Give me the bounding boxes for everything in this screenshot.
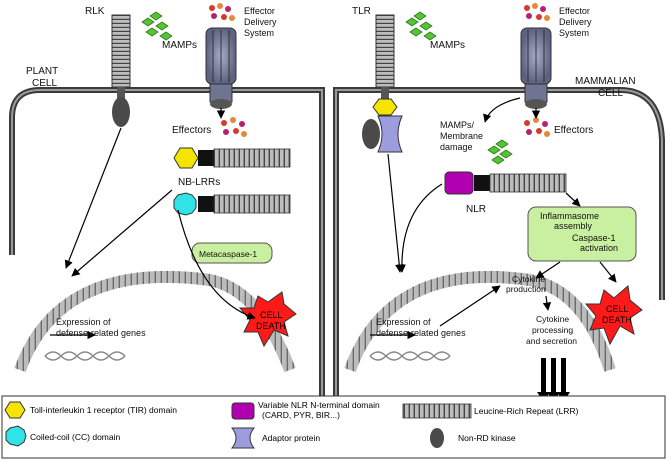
- legend-nlr-n-label: Variable NLR N-terminal domain (CARD, PY…: [258, 400, 382, 420]
- inflammasome-label: Inflammasome assembly: [540, 211, 602, 231]
- cytokine-processing-label: Cytokine processing and secretion: [526, 314, 577, 346]
- inflammasome-box: [527, 206, 637, 262]
- mamps-label-left: MAMPs: [162, 40, 197, 51]
- legend: Toll-interleukin 1 receptor (TIR) domain…: [1, 395, 666, 459]
- mammalian-nucleus: [344, 271, 616, 373]
- arrow-rlk-to-nucleus: [64, 127, 122, 269]
- nlr-protein: [444, 171, 567, 195]
- rlk-label: RLK: [85, 6, 105, 17]
- legend-tir-swatch: [4, 401, 26, 419]
- arrow-cytokine-to-processing: [542, 295, 552, 311]
- nb-lrrs-label: NB-LRRs: [178, 177, 220, 188]
- arrow-nlr-to-inflammasome: [565, 192, 581, 207]
- legend-cc-swatch: [5, 425, 27, 447]
- effector-dots-top-right: [524, 3, 550, 21]
- arrow-effector-to-mamps: [483, 97, 521, 123]
- effector-dots-mid-right: [524, 117, 550, 137]
- effectors-label-left: Effectors: [172, 125, 211, 136]
- rlk-transmembrane: [117, 87, 125, 99]
- cell-death-label-left: CELL DEATH: [256, 310, 286, 331]
- mamps-diamonds-right: [405, 11, 437, 41]
- non-rd-kinase-left: [112, 97, 130, 127]
- expression-label-left: Expression of defense-related genes: [56, 317, 146, 338]
- dna-left: [44, 351, 126, 361]
- metacaspase-label: Metacaspase-1: [199, 249, 257, 259]
- mamps-diamonds-cytoplasm: [487, 139, 513, 165]
- legend-adaptor-label: Adaptor protein: [262, 433, 320, 443]
- effector-dots-mid-left: [221, 117, 247, 137]
- tlr-label: TLR: [352, 6, 371, 17]
- mammalian-cell-membrane: [333, 87, 665, 400]
- rlk-receptor-lrr: [111, 14, 131, 88]
- nb-lrr-cc: [173, 192, 291, 216]
- arrow-nblrr-to-death: [177, 209, 256, 320]
- dna-right: [369, 351, 451, 361]
- arrow-tlr-to-nucleus: [387, 153, 404, 273]
- legend-non-rd-swatch: [430, 428, 444, 448]
- mamps-label-right: MAMPs: [430, 40, 465, 51]
- arrow-nlr-to-nucleus: [397, 183, 443, 273]
- effector-dots-top-left: [209, 3, 235, 21]
- plant-cell-membrane: [9, 87, 325, 400]
- expression-label-right: Expression of defense-related genes: [376, 317, 466, 338]
- legend-adaptor-swatch: [230, 427, 256, 449]
- plant-cell-label: PLANT CELL: [26, 66, 61, 89]
- effector-delivery-system-right: [520, 27, 552, 109]
- legend-non-rd-label: Non-RD kinase: [458, 433, 516, 443]
- legend-lrr-label: Leucine-Rich Repeat (LRR): [474, 406, 579, 416]
- arrow-inflammasome-to-cytokine: [535, 261, 561, 279]
- mamps-diamonds-left: [141, 11, 173, 41]
- tlr-receptor-lrr: [375, 14, 395, 88]
- cytokine-production-label: Cytokine production: [506, 274, 547, 294]
- nb-lrr-tir: [173, 147, 291, 169]
- nlr-label: NLR: [466, 204, 486, 215]
- effector-system-label-right: Effector Delivery System: [559, 6, 594, 38]
- caspase-label: Caspase-1 activation: [572, 233, 618, 253]
- cell-death-shape-left: [238, 291, 297, 348]
- effector-delivery-system-left: [205, 27, 237, 109]
- legend-nlr-n-swatch: [231, 402, 255, 420]
- mamps-membrane-label: MAMPs/ Membrane damage: [440, 120, 486, 152]
- legend-tir-label: Toll-interleukin 1 receptor (TIR) domain: [30, 405, 177, 415]
- mammalian-cell-label: MAMMALIAN CELL: [575, 76, 638, 99]
- tlr-tir-domain: [372, 98, 398, 116]
- arrow-inflammasome-to-death: [599, 261, 617, 283]
- tlr-adaptor-protein: [377, 115, 403, 153]
- cell-death-label-right: CELL DEATH: [602, 304, 632, 325]
- effector-system-label-left: Effector Delivery System: [244, 6, 279, 38]
- non-rd-kinase-right: [362, 119, 380, 149]
- legend-cc-label: Coiled-coil (CC) domain: [30, 432, 120, 442]
- effectors-label-right: Effectors: [554, 125, 593, 136]
- tlr-transmembrane: [381, 87, 389, 99]
- legend-lrr-swatch: [402, 403, 472, 419]
- arrow-nblrr-to-nucleus: [71, 189, 173, 277]
- cell-death-shape-right: [584, 285, 643, 346]
- secretion-arrows: [537, 358, 570, 402]
- arrow-expression-to-cytokine: [439, 285, 501, 327]
